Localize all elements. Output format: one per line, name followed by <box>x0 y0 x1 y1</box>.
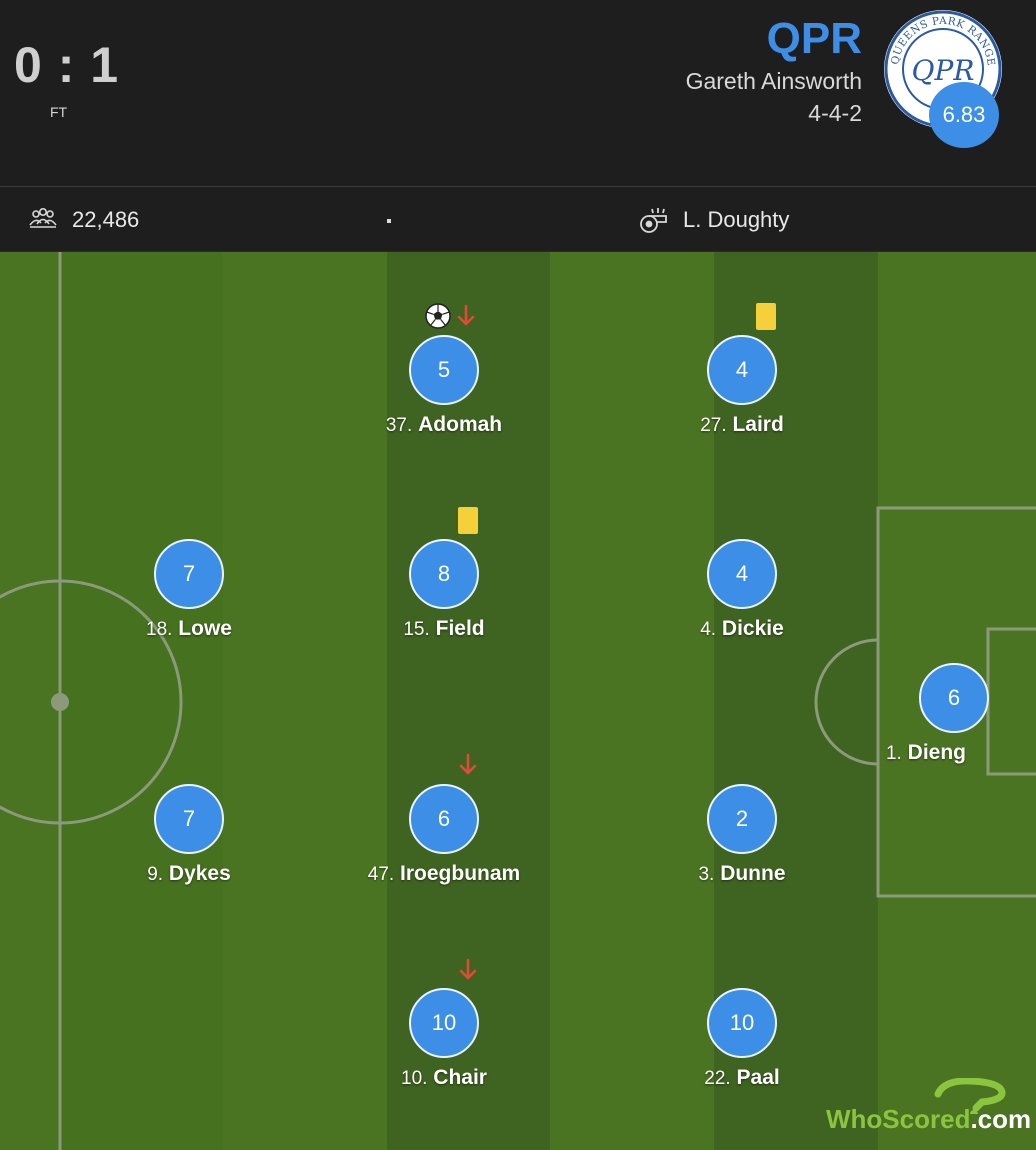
player-name: 3. Dunne <box>698 862 786 885</box>
goal-ball-icon <box>425 303 451 329</box>
pitch: 5 37. Adomah 4 27. Laird 7 18. Lowe 8 15… <box>0 252 1036 1150</box>
player-card-chair[interactable]: 10 10. Chair <box>334 988 554 1090</box>
player-card-dykes[interactable]: 7 9. Dykes <box>79 784 299 886</box>
player-name: 22. Paal <box>704 1066 780 1089</box>
player-rating: 8 <box>409 539 479 609</box>
referee-name: L. Doughty <box>683 207 790 232</box>
player-name: 4. Dickie <box>700 617 784 640</box>
referee-whistle-icon <box>640 208 667 233</box>
player-rating: 5 <box>409 335 479 405</box>
laird-events <box>756 303 776 333</box>
player-card-adomah[interactable]: 5 37. Adomah <box>334 335 554 437</box>
iroegbunam-events <box>458 752 478 782</box>
player-card-dunne[interactable]: 2 3. Dunne <box>632 784 852 886</box>
match-header: 0 : 1 FT QPR Gareth Ainsworth 4-4-2 QUEE… <box>0 0 1036 186</box>
centre-spot <box>51 693 69 711</box>
whoscored-wordmark: WhoScored.com <box>826 1104 1032 1134</box>
player-name: 37. Adomah <box>385 413 503 436</box>
player-rating: 6 <box>409 784 479 854</box>
player-name: 9. Dykes <box>147 862 231 885</box>
attendance-value: 22,486 <box>72 207 140 232</box>
penalty-arc <box>814 638 879 766</box>
penalty-area <box>876 506 1036 898</box>
centre-circle <box>0 579 183 825</box>
yellow-card-icon <box>756 303 776 330</box>
adomah-events <box>424 302 476 332</box>
player-rating: 6 <box>919 663 989 733</box>
player-card-field[interactable]: 8 15. Field <box>334 539 554 641</box>
team-manager: Gareth Ainsworth <box>685 68 862 94</box>
player-card-laird[interactable]: 4 27. Laird <box>632 335 852 437</box>
whoscored-logo[interactable]: WhoScored.com <box>826 1078 1031 1138</box>
chair-events <box>458 957 478 987</box>
whoscored-question-mark-icon <box>934 1078 1006 1114</box>
player-name: 18. Lowe <box>146 617 232 640</box>
player-name: 47. Iroegbunam <box>367 862 521 885</box>
player-rating: 4 <box>707 335 777 405</box>
match-info-bar: 22,486 L. Doughty <box>0 186 1036 252</box>
yellow-card-icon <box>458 507 478 534</box>
player-card-dieng[interactable]: 6 1. Dieng <box>806 663 1006 765</box>
player-rating: 10 <box>707 988 777 1058</box>
match-score: 0 : 1 <box>14 37 120 93</box>
player-rating: 7 <box>154 784 224 854</box>
pitch-stripe <box>60 252 223 1150</box>
team-formation: 4-4-2 <box>808 100 862 126</box>
player-name: 15. Field <box>403 617 485 640</box>
team-name[interactable]: QPR <box>766 14 862 63</box>
player-name: 1. Dieng <box>885 741 967 764</box>
pitch-stripe <box>0 252 60 1150</box>
match-status: FT <box>50 104 68 120</box>
player-card-lowe[interactable]: 7 18. Lowe <box>79 539 299 641</box>
player-card-iroegbunam[interactable]: 6 47. Iroegbunam <box>334 784 554 886</box>
pitch-stripe <box>550 252 714 1150</box>
player-rating: 4 <box>707 539 777 609</box>
pitch-stripe <box>223 252 387 1150</box>
sub-off-arrow-icon <box>459 753 477 775</box>
player-name: 27. Laird <box>700 413 784 436</box>
player-rating: 7 <box>154 539 224 609</box>
player-card-dickie[interactable]: 4 4. Dickie <box>632 539 852 641</box>
badge-monogram: QPR <box>912 54 975 87</box>
attendance-icon <box>29 207 57 228</box>
team-rating-badge: 6.83 <box>929 82 999 148</box>
info-separator <box>387 219 391 223</box>
field-events <box>458 507 478 537</box>
sub-off-arrow-icon <box>459 958 477 980</box>
player-card-paal[interactable]: 10 22. Paal <box>632 988 852 1090</box>
player-rating: 10 <box>409 988 479 1058</box>
sub-off-arrow-icon <box>458 304 475 326</box>
player-rating: 2 <box>707 784 777 854</box>
player-name: 10. Chair <box>401 1066 487 1089</box>
